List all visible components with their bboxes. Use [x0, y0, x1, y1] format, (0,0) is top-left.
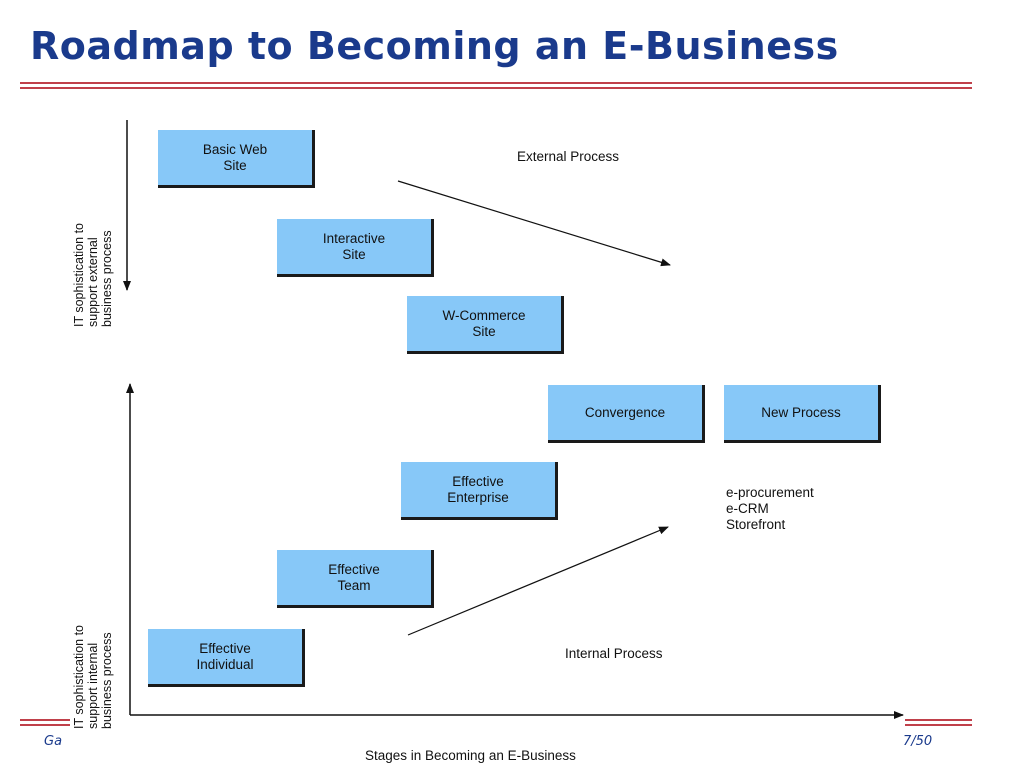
box-interactive-site: Interactive Site — [277, 219, 434, 277]
box-effective-team: Effective Team — [277, 550, 434, 608]
slide-title: Roadmap to Becoming an E-Business — [30, 24, 839, 68]
new-process-examples: e-procurement e-CRM Storefront — [726, 485, 814, 532]
box-effective-enterprise: Effective Enterprise — [401, 462, 558, 520]
x-axis-label: Stages in Becoming an E-Business — [365, 748, 576, 763]
box-w-commerce-site: W-Commerce Site — [407, 296, 564, 354]
footer-rule-right-top — [905, 719, 972, 721]
footer-rule-right-bottom — [905, 724, 972, 726]
footer-left-text: Ga — [44, 734, 63, 749]
footer-page-number: 7/50 — [903, 734, 933, 749]
box-convergence: Convergence — [548, 385, 705, 443]
external-process-arrow — [397, 180, 671, 267]
box-basic-web-site: Basic Web Site — [158, 130, 315, 188]
box-effective-individual: Effective Individual — [148, 629, 305, 687]
y-axis-internal-label: IT sophistication to support internal bu… — [72, 625, 114, 729]
header-rule-bottom — [20, 87, 972, 89]
header-rule-top — [20, 82, 972, 84]
footer-rule-left-bottom — [20, 724, 70, 726]
internal-process-arrow — [407, 526, 669, 636]
y-axis-external-label: IT sophistication to support external bu… — [72, 223, 114, 327]
box-new-process: New Process — [724, 385, 881, 443]
footer-rule-left-top — [20, 719, 70, 721]
internal-process-label: Internal Process — [565, 646, 663, 661]
external-process-label: External Process — [517, 149, 620, 164]
